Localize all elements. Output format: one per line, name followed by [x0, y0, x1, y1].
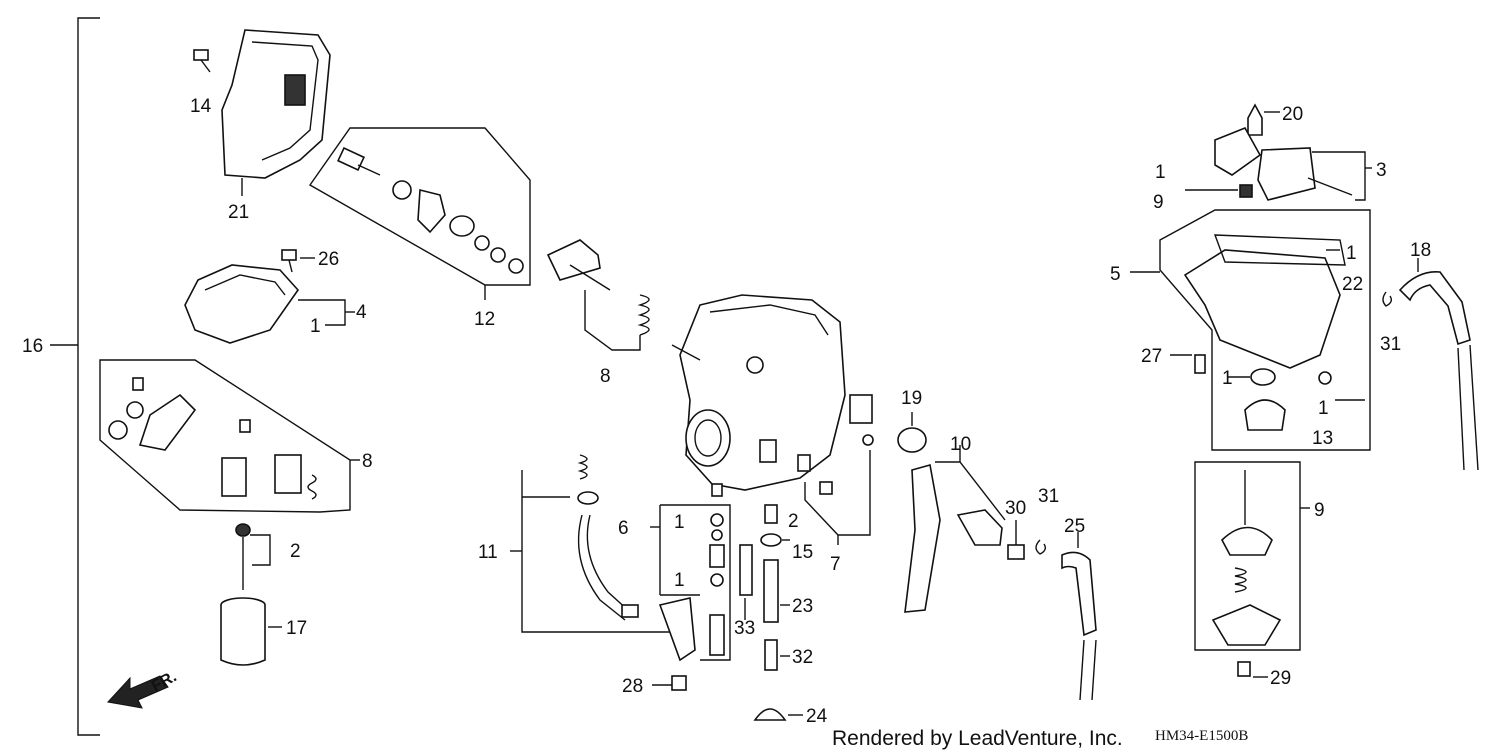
pump-9	[1194, 461, 1310, 678]
bolt-14	[193, 49, 211, 73]
kit-6	[650, 504, 731, 662]
callout-23: 23	[792, 596, 813, 617]
callout-16: 16	[22, 336, 43, 357]
hose-25	[1061, 532, 1097, 701]
float-chamber-5	[1130, 209, 1371, 451]
callout-3: 3	[1376, 160, 1387, 181]
callout-13: 13	[1312, 428, 1333, 449]
clip-31-right	[1382, 291, 1393, 307]
callout-4: 4	[356, 302, 367, 323]
screw-26	[281, 249, 315, 273]
callout-5: 5	[1110, 264, 1121, 285]
callout-9-top: 9	[1153, 192, 1164, 213]
jet-17	[220, 597, 282, 666]
callout-28: 28	[622, 676, 643, 697]
callout-1-kit6-bottom: 1	[674, 570, 685, 591]
callout-18: 18	[1410, 240, 1431, 261]
callout-30: 30	[1005, 498, 1026, 519]
lever-10	[904, 445, 1006, 613]
drawing-code: HM34-E1500B	[1155, 728, 1248, 744]
callout-24: 24	[806, 706, 828, 727]
callout-1-float: 1	[1155, 162, 1166, 183]
cap-19	[897, 412, 927, 453]
callout-20: 20	[1282, 104, 1303, 125]
assembly-bracket-16	[50, 17, 100, 736]
callout-labels: 16 14 21 26 4 1 12 8 8 2 17 11 6 1 1 2 1…	[22, 96, 1431, 727]
carburetor-body	[671, 294, 874, 497]
hose-18	[1398, 258, 1479, 471]
callout-31-left: 31	[1038, 486, 1059, 507]
callout-22: 22	[1342, 274, 1363, 295]
credit-line: Rendered by LeadVenture, Inc.	[832, 727, 1123, 750]
callout-6: 6	[618, 518, 629, 539]
callout-9-pump: 9	[1314, 500, 1325, 521]
clip-31	[1035, 539, 1047, 555]
callout-15: 15	[792, 542, 813, 563]
callout-8-drum: 8	[600, 366, 611, 387]
cover-4	[184, 264, 355, 344]
callout-2-jet: 2	[788, 511, 799, 532]
front-direction-arrow: FR.	[107, 668, 180, 709]
callout-25: 25	[1064, 516, 1085, 537]
callout-29: 29	[1270, 668, 1291, 689]
valve-20	[1247, 103, 1280, 136]
float-3	[1185, 126, 1372, 201]
callout-1-cover: 1	[310, 316, 321, 337]
top-cover-21	[221, 29, 331, 196]
pilot-screw-11	[510, 454, 681, 633]
callout-8-left: 8	[362, 451, 373, 472]
kit-12	[308, 127, 531, 300]
callout-17: 17	[286, 618, 307, 639]
needle-2	[235, 523, 271, 590]
callout-1-kit6-top: 1	[674, 512, 685, 533]
throttle-drum-8	[546, 239, 650, 351]
callout-1-washer: 1	[1318, 398, 1329, 419]
callout-11: 11	[478, 542, 498, 563]
callout-1-oring: 1	[1222, 368, 1233, 389]
callout-19: 19	[901, 388, 922, 409]
callout-lines-7	[804, 450, 871, 545]
kit-8-left	[99, 359, 360, 513]
callout-27: 27	[1141, 346, 1162, 367]
callout-32: 32	[792, 647, 813, 668]
screw-30	[1007, 520, 1025, 560]
callout-12: 12	[474, 309, 495, 330]
callout-2-needle: 2	[290, 541, 301, 562]
callout-33: 33	[734, 618, 755, 639]
callout-21: 21	[228, 202, 249, 223]
callout-14: 14	[190, 96, 212, 117]
callout-1-chamber: 1	[1346, 243, 1357, 264]
callout-26: 26	[318, 249, 339, 270]
callout-7: 7	[830, 554, 841, 575]
callout-10: 10	[950, 434, 971, 455]
callout-31-right: 31	[1380, 334, 1401, 355]
jet-parts-column	[652, 504, 803, 721]
